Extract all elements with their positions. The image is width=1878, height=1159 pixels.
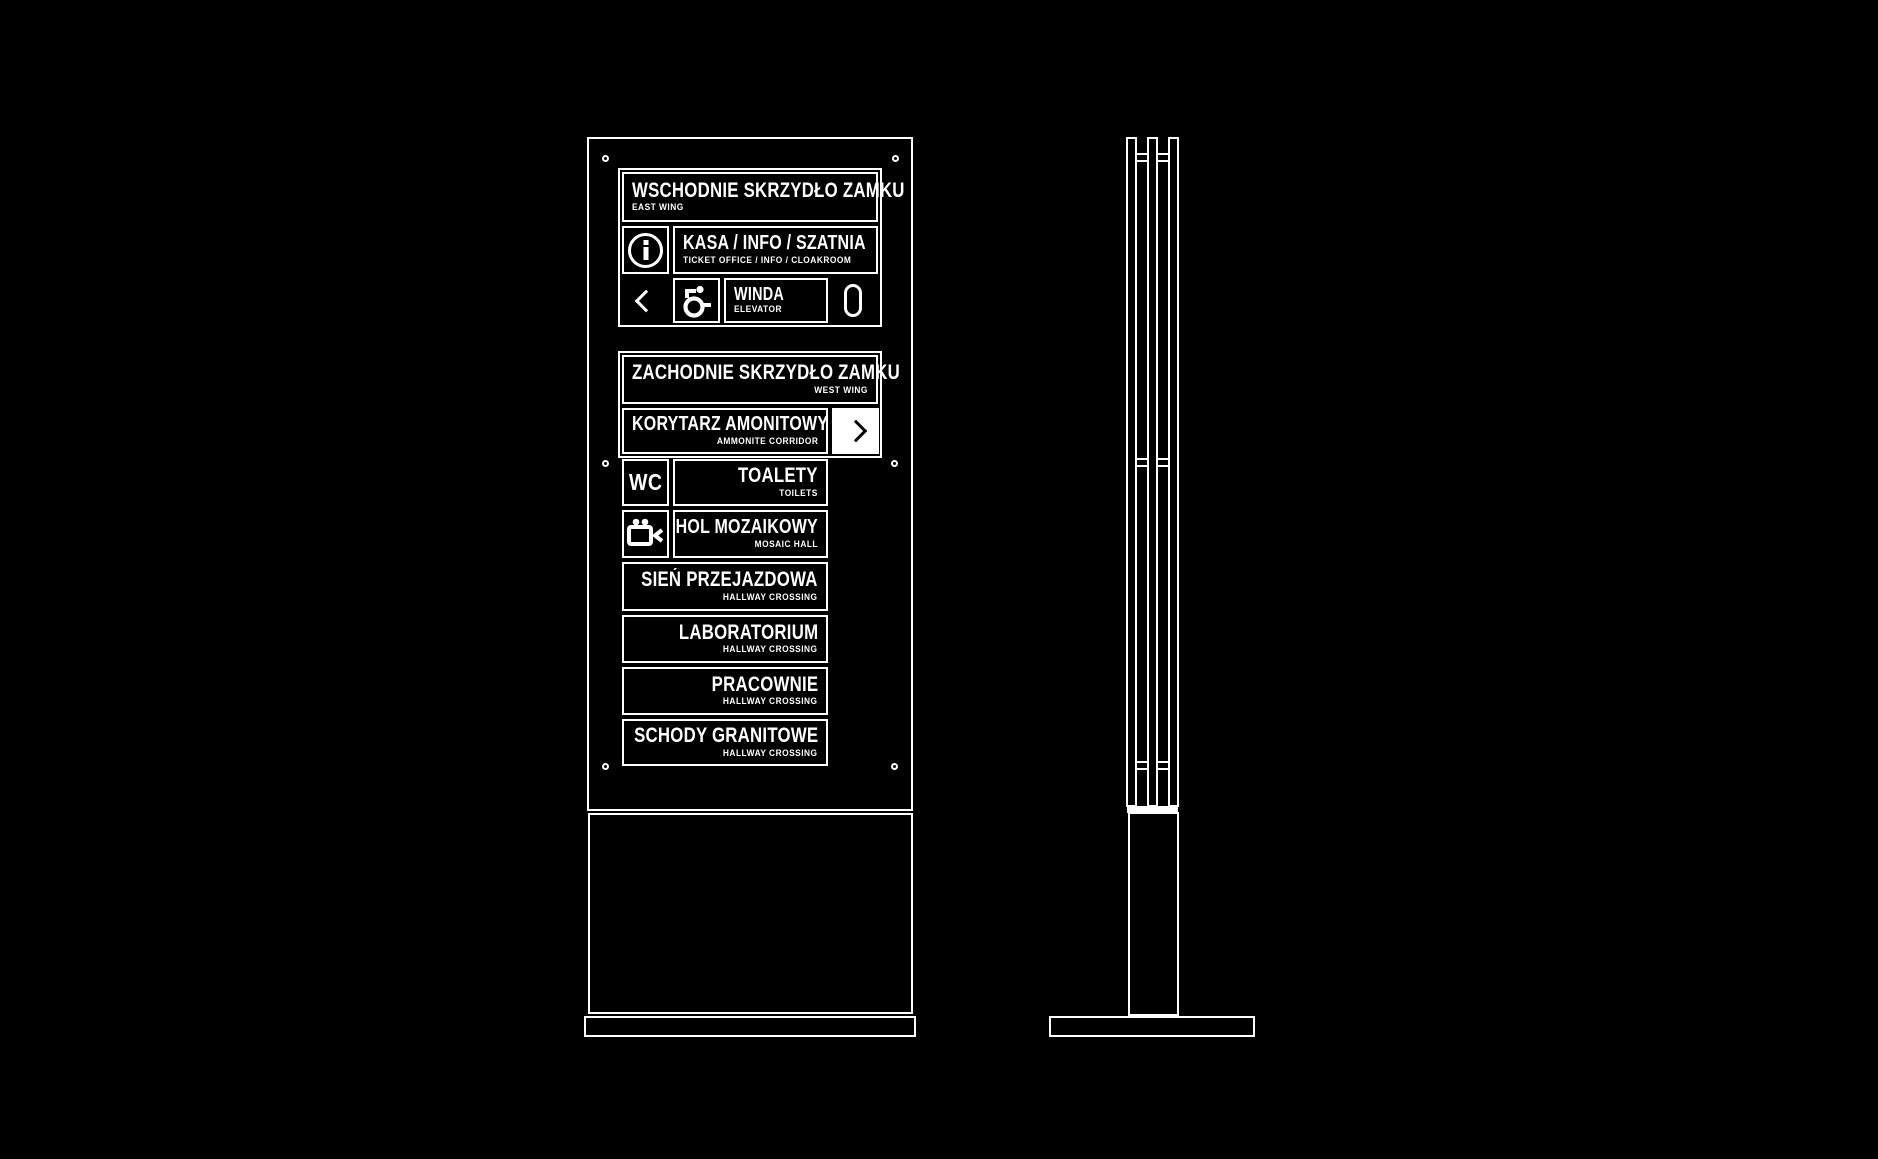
- ticket-subtitle: TICKET OFFICE / INFO / CLOAKROOM: [683, 254, 852, 266]
- workshops-title: PRACOWNIE: [711, 672, 818, 696]
- front-sign-panel-outline: [587, 137, 913, 811]
- east-wing-group-frame: [618, 168, 882, 327]
- screw-icon: [602, 460, 609, 467]
- chevron-left-icon: [634, 289, 657, 312]
- spacer-mark: [1157, 761, 1169, 770]
- front-lower-panel-outline: [588, 813, 913, 1014]
- wheelchair-cell: [673, 278, 720, 323]
- screw-icon: [891, 763, 898, 770]
- side-base-plate: [1049, 1016, 1255, 1037]
- west-wing-group-frame: [618, 351, 882, 458]
- spacer-mark: [1136, 458, 1148, 467]
- mosaic-hall-title: HOL MOZAIKOWY: [675, 516, 818, 539]
- front-base-plate: [584, 1016, 916, 1037]
- granite-stairs-row: SCHODY GRANITOWE HALLWAY CROSSING: [622, 719, 828, 766]
- screw-icon: [602, 155, 609, 162]
- wc-icon-cell: WC: [622, 459, 669, 506]
- corridor-direction-cell: [832, 408, 879, 454]
- spacer-mark: [1157, 458, 1169, 467]
- elevator-subtitle: ELEVATOR: [734, 304, 783, 315]
- west-wing-title: ZACHODNIE SKRZYDŁO ZAMKU: [632, 361, 901, 385]
- east-wing-title: WSCHODNIE SKRZYDŁO ZAMKU: [632, 178, 905, 202]
- workshops-subtitle: HALLWAY CROSSING: [723, 696, 818, 708]
- video-camera-icon: [626, 518, 663, 546]
- laboratory-title: LABORATORIUM: [678, 620, 818, 644]
- toilets-row: TOALETY TOILETS: [673, 459, 828, 506]
- corridor-row: KORYTARZ AMONITOWY AMMONITE CORRIDOR: [622, 408, 828, 454]
- chevron-right-icon: [844, 419, 867, 443]
- wc-icon: WC: [628, 469, 663, 495]
- ticket-row: KASA / INFO / SZATNIA TICKET OFFICE / IN…: [673, 226, 878, 274]
- mosaic-hall-row: HOL MOZAIKOWY MOSAIC HALL: [673, 510, 828, 558]
- elevator-title: WINDA: [734, 283, 784, 304]
- side-lower-core: [1128, 812, 1179, 1016]
- east-wing-subtitle: EAST WING: [632, 202, 684, 214]
- laboratory-row: LABORATORIUM HALLWAY CROSSING: [622, 615, 828, 663]
- west-wing-header: ZACHODNIE SKRZYDŁO ZAMKU WEST WING: [622, 355, 900, 404]
- workshops-row: PRACOWNIE HALLWAY CROSSING: [622, 667, 828, 715]
- elevator-direction-cell: [622, 278, 669, 323]
- screw-icon: [891, 460, 898, 467]
- toilets-title: TOALETY: [738, 464, 818, 488]
- spacer-mark: [1157, 153, 1169, 162]
- mosaic-hall-subtitle: MOSAIC HALL: [754, 538, 818, 550]
- side-slat-front: [1126, 137, 1137, 807]
- info-icon: [628, 232, 663, 268]
- side-slat-core: [1147, 137, 1158, 807]
- wheelchair-icon: [682, 285, 711, 318]
- elevator-door-cell: [828, 278, 878, 323]
- screw-icon: [602, 763, 609, 770]
- screw-icon: [892, 155, 899, 162]
- spacer-mark: [1136, 761, 1148, 770]
- west-wing-subtitle: WEST WING: [814, 384, 868, 396]
- toilets-subtitle: TOILETS: [779, 487, 818, 499]
- side-panel-bottom-cap: [1127, 806, 1178, 813]
- east-wing-header: WSCHODNIE SKRZYDŁO ZAMKU EAST WING: [622, 172, 904, 222]
- hallway-crossing-row: SIEŃ PRZEJAZDOWA HALLWAY CROSSING: [622, 562, 828, 611]
- sien-title: SIEŃ PRZEJAZDOWA: [641, 568, 818, 592]
- camera-icon-cell: [622, 510, 669, 558]
- side-slat-back: [1168, 137, 1179, 807]
- granite-stairs-subtitle: HALLWAY CROSSING: [723, 747, 818, 759]
- sien-subtitle: HALLWAY CROSSING: [723, 591, 818, 603]
- spacer-mark: [1136, 153, 1148, 162]
- laboratory-subtitle: HALLWAY CROSSING: [723, 644, 818, 656]
- elevator-row: WINDA ELEVATOR: [724, 278, 828, 323]
- ticket-icon-cell: [622, 226, 669, 274]
- corridor-title: KORYTARZ AMONITOWY: [632, 413, 829, 436]
- ticket-title: KASA / INFO / SZATNIA: [683, 232, 866, 255]
- granite-stairs-title: SCHODY GRANITOWE: [633, 724, 818, 748]
- elevator-door-icon: [844, 284, 862, 317]
- corridor-subtitle: AMMONITE CORRIDOR: [716, 435, 818, 447]
